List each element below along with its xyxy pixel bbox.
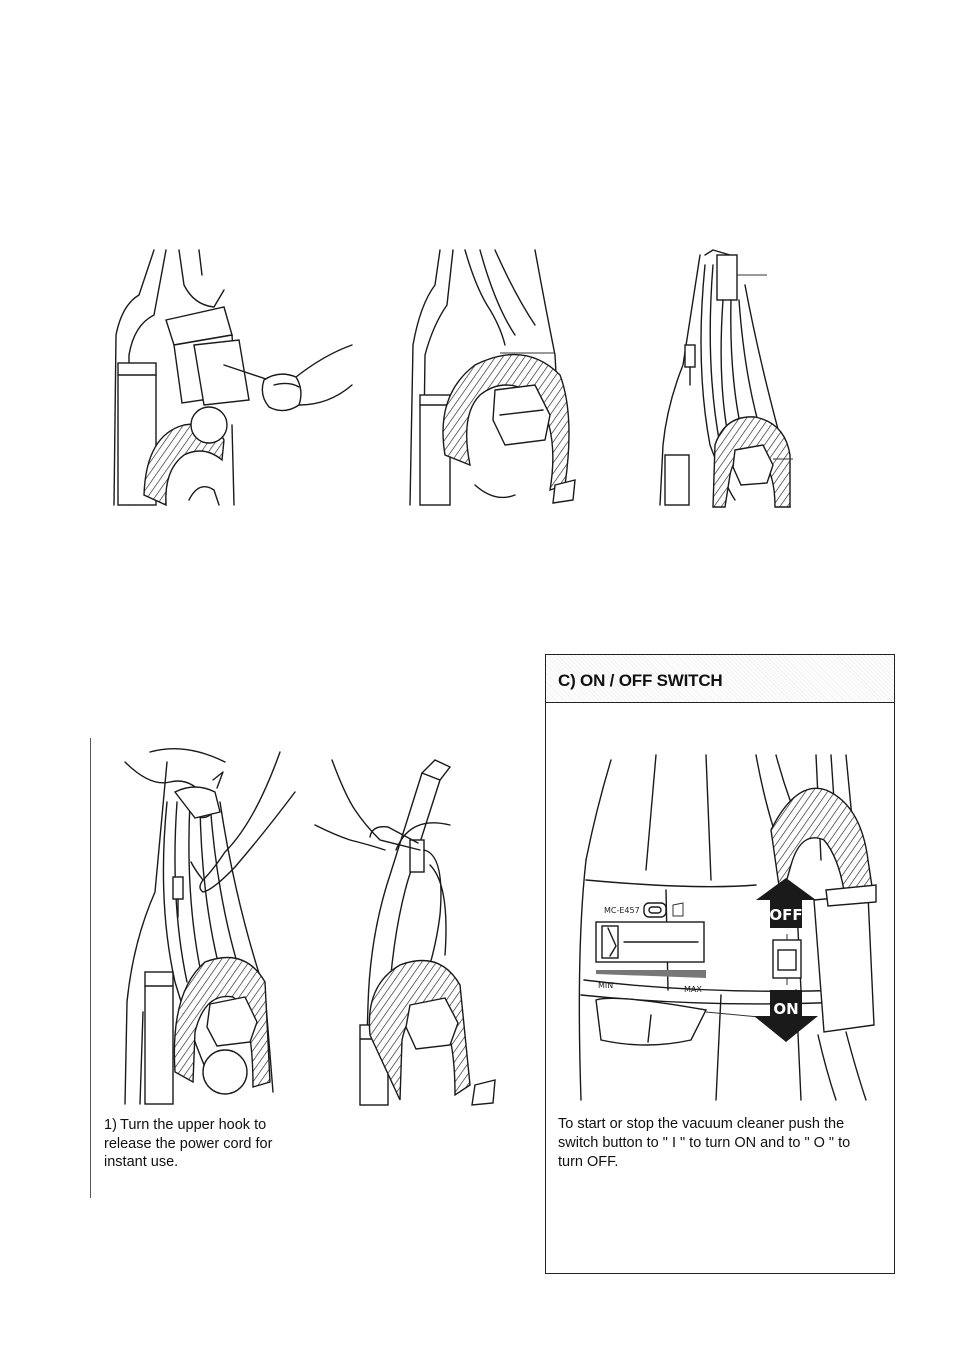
- left-divider-rule: [90, 738, 91, 1198]
- step-text: Turn the upper hook to release the power…: [104, 1117, 272, 1170]
- max-label: MAX: [684, 985, 702, 994]
- step-caption: 1)Turn the upper hook to release the pow…: [104, 1116, 304, 1172]
- switch-panel-header: C) ON / OFF SWITCH: [546, 655, 894, 703]
- on-arrow-label: ON: [773, 1000, 798, 1018]
- off-arrow-label: OFF: [769, 906, 802, 924]
- switch-section-title: C) ON / OFF SWITCH: [558, 671, 723, 691]
- switch-instructions: To start or stop the vacuum cleaner push…: [558, 1115, 878, 1172]
- min-label: MIN: [598, 981, 613, 990]
- illustration-switch-body: OFF ON MC-E457 MIN MAX: [556, 750, 886, 1105]
- on-off-switch-panel: C) ON / OFF SWITCH: [545, 654, 895, 1274]
- illustration-rotate-hook: [310, 755, 500, 1110]
- illustration-screwdriver-hook: [104, 245, 354, 510]
- illustration-hook-holder-hose: [405, 245, 580, 510]
- illustration-cord-wound: [655, 245, 795, 510]
- illustration-turn-upper-hook: [95, 742, 300, 1110]
- model-label: MC-E457: [604, 906, 640, 915]
- step-number: 1): [104, 1116, 120, 1135]
